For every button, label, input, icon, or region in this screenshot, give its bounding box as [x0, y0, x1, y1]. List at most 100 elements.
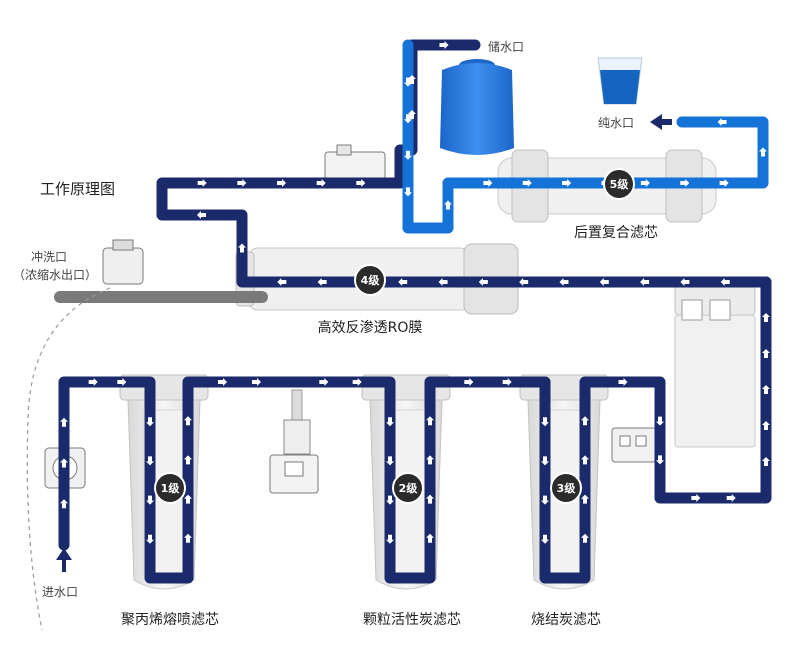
flow-arrow-icon — [640, 278, 650, 286]
flow-arrow-icon — [680, 179, 690, 187]
post-filter-label: 后置复合滤芯 — [574, 225, 658, 241]
storage-tank — [440, 59, 514, 155]
flow-arrow-icon — [762, 313, 770, 322]
stage-badge-stage4: 4级 — [354, 264, 386, 296]
water-glass-icon — [597, 57, 643, 105]
flow-arrow-icon — [541, 456, 549, 466]
flow-arrow-icon — [562, 179, 572, 187]
flow-arrow-icon — [184, 455, 192, 465]
outlet-arrow-icon — [650, 114, 672, 130]
stage-badges: 1级 2级 3级 4级 5级 — [154, 168, 635, 504]
flow-arrow-icon — [426, 455, 434, 465]
flow-arrow-icon — [404, 77, 412, 87]
flow-arrow-icon — [581, 494, 589, 504]
inlet-arrow-icon — [56, 548, 72, 572]
flow-arrow-icon — [146, 417, 154, 427]
stage-badge-label: 5级 — [610, 177, 630, 191]
flush-valve — [102, 239, 144, 285]
stage-badge-label: 3级 — [557, 481, 577, 495]
flow-arrow-icon — [680, 278, 690, 286]
stage-badge-stage2: 2级 — [392, 472, 424, 504]
flow-arrow-icon — [717, 118, 727, 126]
flow-arrow-icon — [252, 378, 261, 386]
flow-arrow-icon — [146, 495, 154, 505]
flow-arrow-icon — [398, 278, 408, 286]
flow-arrow-icon — [184, 416, 192, 426]
flow-arrow-icon — [197, 179, 207, 187]
flow-arrow-icon — [146, 534, 154, 544]
flow-arrow-icon — [483, 179, 493, 187]
flow-arrow-icon — [541, 495, 549, 505]
flow-arrow-icon — [762, 349, 770, 358]
flow-arrow-icon — [719, 179, 729, 187]
stage-badge-label: 2级 — [399, 481, 419, 495]
flow-arrow-icon — [237, 179, 247, 187]
pipe-inlet-to-stage1 — [58, 376, 296, 584]
pipe-stage1-to-stage2 — [284, 376, 551, 584]
flow-arrow-icon — [541, 417, 549, 427]
flow-arrow-icon — [541, 534, 549, 544]
low-pressure-switch — [269, 389, 319, 494]
flow-arrow-icon — [502, 378, 512, 386]
flow-arrow-icon — [599, 278, 609, 286]
gac-filter-label: 颗粒活性炭滤芯 — [363, 612, 461, 628]
flow-arrow-icon — [439, 41, 449, 49]
flow-arrow-icon — [317, 278, 327, 286]
flow-arrow-icon — [386, 456, 394, 466]
flow-arrow-icon — [426, 494, 434, 504]
flow-arrow-icon — [762, 421, 770, 430]
stage-badge-stage1: 1级 — [154, 472, 186, 504]
flow-arrow-icon — [356, 179, 366, 187]
flow-arrow-icon — [60, 499, 68, 509]
flow-arrow-icon — [184, 494, 192, 504]
stage-badge-stage5: 5级 — [603, 168, 635, 200]
flow-arrow-icon — [640, 179, 650, 187]
flow-arrow-icon — [478, 278, 488, 286]
pure-water-port-label: 纯水口 — [598, 116, 635, 130]
flow-arrow-icon — [656, 416, 664, 426]
flush-port-sublabel: （浓缩水出口） — [13, 268, 98, 282]
flow-arrow-icon — [146, 456, 154, 466]
flow-arrow-icon — [759, 147, 767, 157]
flow-arrow-icon — [762, 457, 770, 466]
ro-membrane-label: 高效反渗透RO膜 — [317, 320, 423, 336]
flow-arrow-icon — [60, 417, 68, 427]
flow-arrow-icon — [762, 385, 770, 394]
flow-arrow-icon — [581, 533, 589, 543]
flow-arrow-icon — [426, 416, 434, 426]
flow-arrow-icon — [426, 533, 434, 543]
flow-arrow-icon — [519, 278, 529, 286]
flow-arrow-icon — [319, 378, 329, 386]
flow-arrows — [60, 41, 770, 544]
flow-arrow-icon — [581, 455, 589, 465]
flow-arrow-icon — [404, 150, 412, 160]
flow-arrow-icon — [218, 378, 227, 386]
flow-arrow-icon — [404, 187, 412, 197]
flow-arrow-icon — [559, 278, 569, 286]
flush-port-label: 冲洗口 — [31, 250, 68, 264]
flow-arrow-icon — [720, 278, 730, 286]
pp-filter-label: 聚丙烯熔喷滤芯 — [121, 612, 219, 628]
stage-badge-stage3: 3级 — [550, 472, 582, 504]
flow-arrow-icon — [277, 278, 287, 286]
flow-arrow-icon — [184, 533, 192, 543]
flow-arrow-icon — [88, 378, 98, 386]
flow-arrow-icon — [438, 278, 448, 286]
diagram-title: 工作原理图 — [40, 180, 116, 198]
flow-arrow-icon — [522, 179, 532, 187]
flow-arrow-icon — [618, 378, 628, 386]
stage-badge-label: 1级 — [161, 481, 181, 495]
flow-arrow-icon — [316, 179, 326, 187]
flow-arrow-icon — [117, 378, 127, 386]
flow-arrow-icon — [691, 494, 701, 502]
flow-arrow-icon — [386, 534, 394, 544]
solenoid-valve — [611, 427, 657, 463]
flow-arrow-icon — [60, 458, 68, 468]
drain-dashed-line — [26, 287, 111, 631]
cto-filter-label: 烧结炭滤芯 — [531, 612, 601, 628]
flow-arrow-icon — [277, 179, 286, 187]
inlet-port-label: 进水口 — [42, 585, 79, 599]
pipe-tank-to-post — [402, 39, 769, 234]
flow-arrow-icon — [656, 455, 664, 465]
